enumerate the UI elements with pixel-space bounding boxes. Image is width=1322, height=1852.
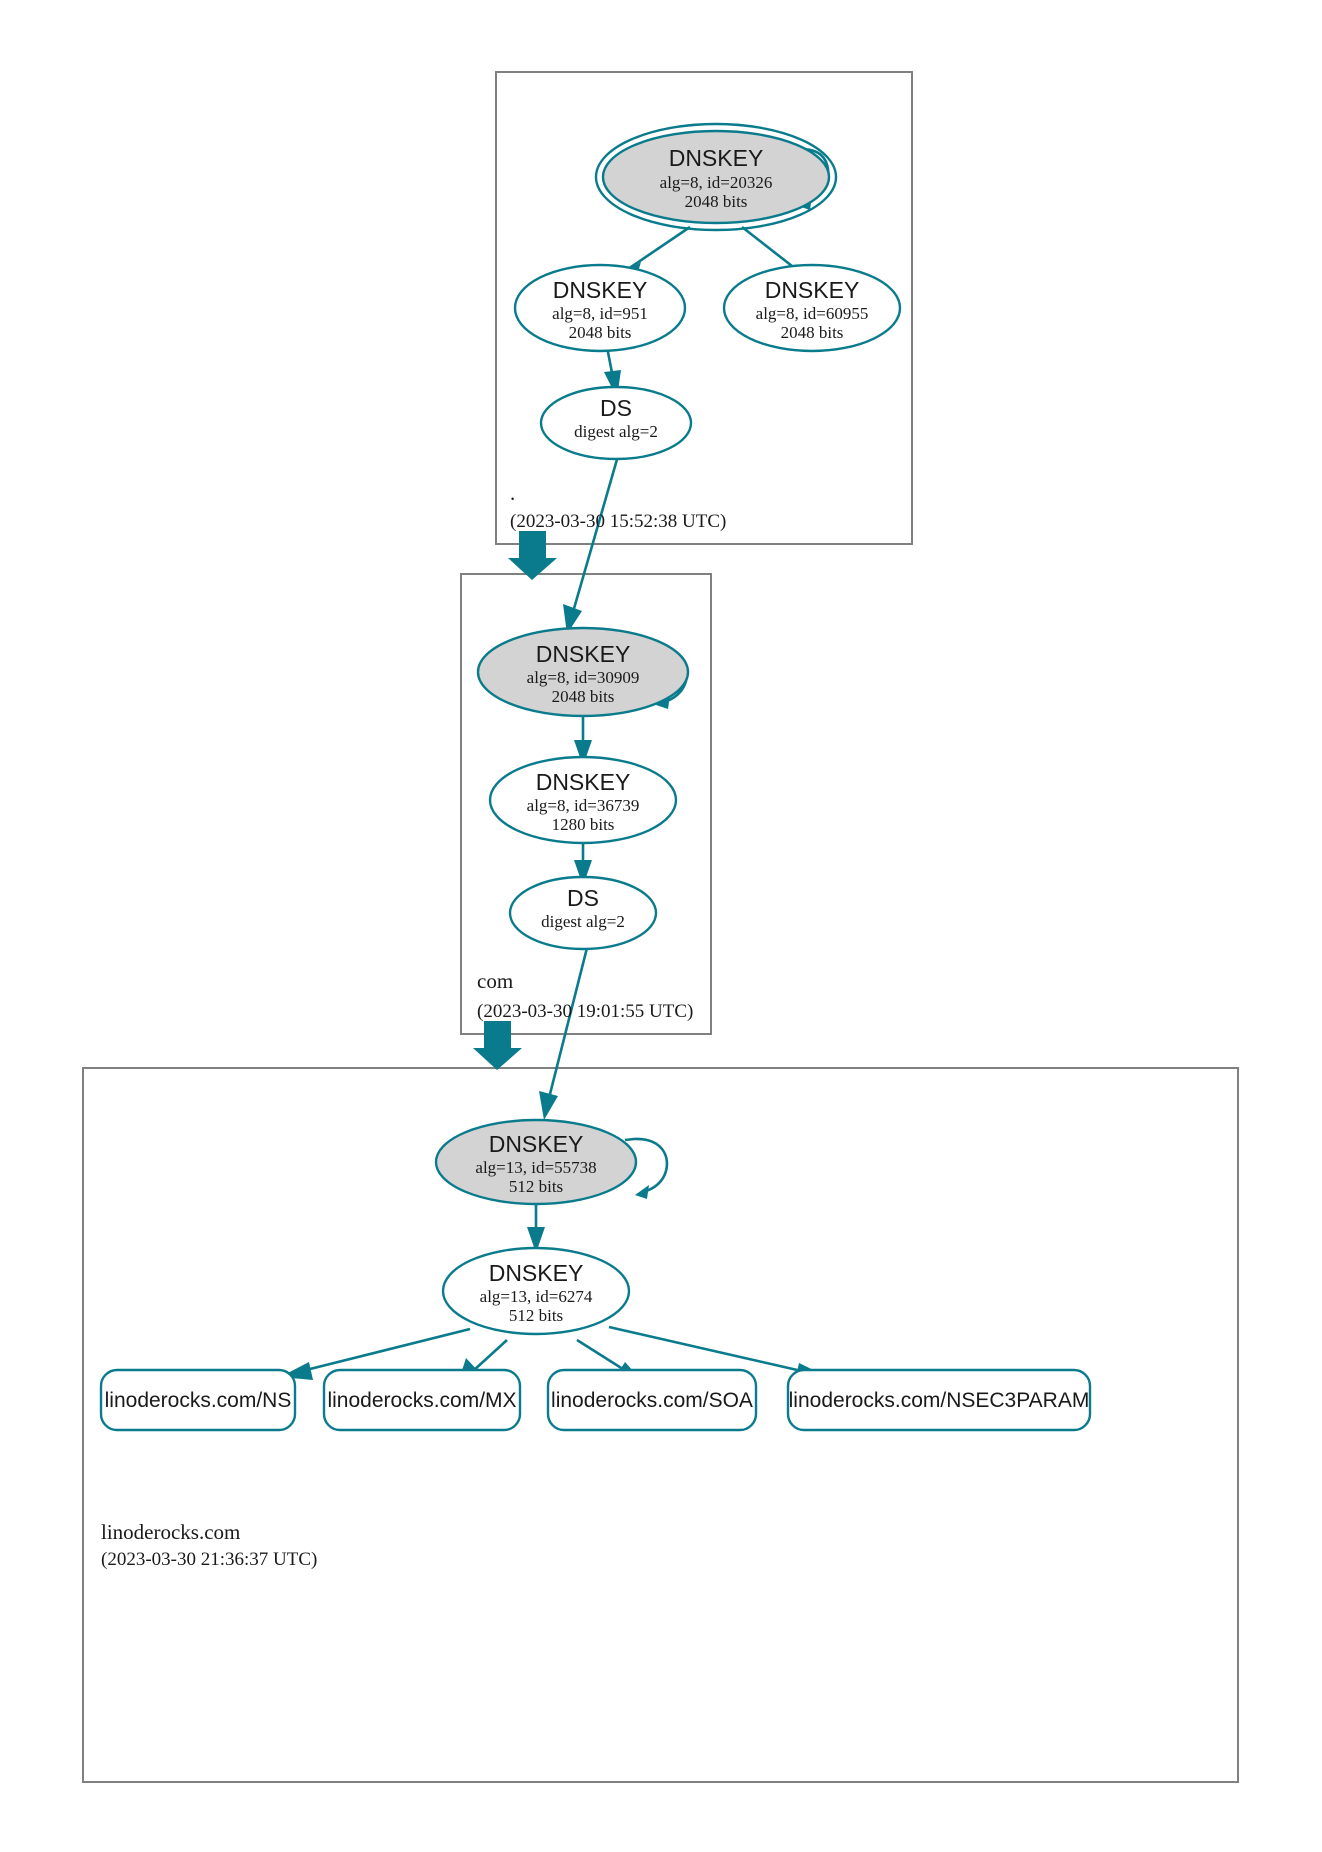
node-com-zsk-detail: alg=8, id=36739 [527,796,640,815]
rrset-ns[interactable]: linoderocks.com/NS [99,1368,297,1432]
zone-label-linoderocks: linoderocks.com [101,1520,240,1544]
node-lr-zsk-detail: alg=13, id=6274 [480,1287,593,1306]
node-lr-zsk-dnskey[interactable]: DNSKEY alg=13, id=6274 512 bits [441,1246,631,1336]
node-com-zsk-dnskey[interactable]: DNSKEY alg=8, id=36739 1280 bits [488,755,678,845]
rrset-nsec3param[interactable]: linoderocks.com/NSEC3PARAM [786,1368,1092,1432]
zone-link-root-to-com [508,531,557,580]
node-root-zsk-951-dnskey[interactable]: DNSKEY alg=8, id=951 2048 bits [513,263,687,353]
edge-com-zsk-to-ds [574,843,592,886]
node-lr-ksk-dnskey[interactable]: DNSKEY alg=13, id=55738 512 bits [434,1118,638,1206]
node-lr-ksk-detail: alg=13, id=55738 [475,1158,596,1177]
node-com-ds-type: DS [567,885,599,911]
node-root-zsk-951-detail: alg=8, id=951 [552,304,648,323]
node-com-ksk-size: 2048 bits [552,687,615,706]
node-root-zsk-60955-size: 2048 bits [781,323,844,342]
node-root-ds-detail: digest alg=2 [574,422,658,441]
node-root-ds-type: DS [600,395,632,421]
edge-lr-ksk-self [624,1137,669,1199]
node-root-ksk-dnskey[interactable]: DNSKEY alg=8, id=20326 2048 bits [594,122,838,232]
node-root-ds[interactable]: DS digest alg=2 [539,385,693,461]
node-root-ksk-type: DNSKEY [669,145,764,171]
edge-com-ksk-to-zsk [574,714,592,766]
rrset-ns-label: linoderocks.com/NS [105,1389,292,1412]
node-com-ksk-type: DNSKEY [536,641,631,667]
node-com-ksk-detail: alg=8, id=30909 [527,668,640,687]
rrset-soa-label: linoderocks.com/SOA [551,1389,753,1412]
node-root-zsk-60955-type: DNSKEY [765,277,860,303]
node-lr-zsk-size: 512 bits [509,1306,563,1325]
node-root-ksk-detail: alg=8, id=20326 [660,173,773,192]
node-root-zsk-951-size: 2048 bits [569,323,632,342]
zone-label-com: com [477,969,513,993]
rrset-mx-label: linoderocks.com/MX [327,1389,516,1412]
node-root-ksk-size: 2048 bits [685,192,748,211]
node-lr-ksk-size: 512 bits [509,1177,563,1196]
node-root-zsk-951-type: DNSKEY [553,277,648,303]
node-root-zsk-60955-dnskey[interactable]: DNSKEY alg=8, id=60955 2048 bits [722,263,902,353]
node-lr-zsk-type: DNSKEY [489,1260,584,1286]
node-com-ds[interactable]: DS digest alg=2 [508,875,658,951]
zone-timestamp-root: (2023-03-30 15:52:38 UTC) [510,511,726,532]
node-com-zsk-type: DNSKEY [536,769,631,795]
rrset-soa[interactable]: linoderocks.com/SOA [546,1368,758,1432]
edge-com-ds-to-lr-ksk [539,939,591,1120]
node-lr-ksk-type: DNSKEY [489,1131,584,1157]
edge-lr-ksk-to-zsk [527,1203,545,1253]
zone-timestamp-com: (2023-03-30 19:01:55 UTC) [477,1001,693,1022]
edge-root-ds-to-com-ksk [563,448,622,634]
rrset-mx[interactable]: linoderocks.com/MX [322,1368,522,1432]
zone-link-com-to-linoderocks [473,1021,522,1070]
zone-label-root: . [510,481,515,505]
node-com-ds-detail: digest alg=2 [541,912,625,931]
rrset-nsec3param-label: linoderocks.com/NSEC3PARAM [789,1389,1090,1412]
zone-timestamp-linoderocks: (2023-03-30 21:36:37 UTC) [101,1549,317,1570]
node-root-zsk-60955-detail: alg=8, id=60955 [756,304,869,323]
node-com-ksk-dnskey[interactable]: DNSKEY alg=8, id=30909 2048 bits [476,626,690,718]
node-com-zsk-size: 1280 bits [552,815,615,834]
